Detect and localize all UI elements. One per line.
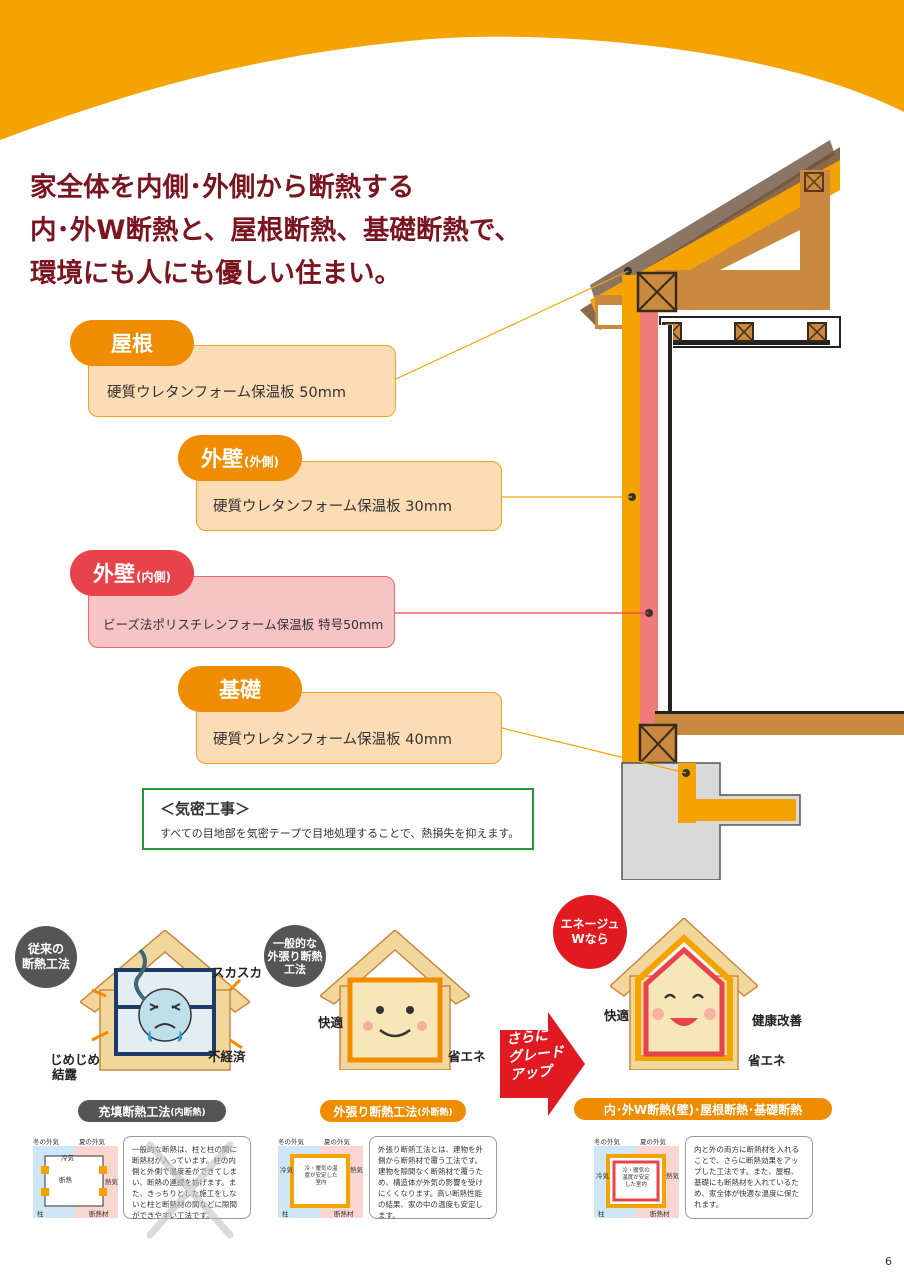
house2-tag-shoene: 省エネ bbox=[448, 1049, 486, 1064]
house1-mini-summer: 夏の外気 bbox=[79, 1138, 105, 1146]
house2-tag-kaiteki: 快適 bbox=[318, 1015, 344, 1030]
house1-mini-gap: 断熱 bbox=[59, 1176, 72, 1184]
house3-mini-diagram: 冬の外気 夏の外気 冷気 熱気 冷・暖気の温度が安定した室内 柱 断熱材 bbox=[594, 1136, 679, 1218]
airtight-title: ＜気密工事＞ bbox=[160, 800, 251, 818]
house2-bubble: 一般的な外張り断熱工法 bbox=[264, 925, 326, 987]
outer-wall-label: 外壁 bbox=[201, 447, 243, 471]
house3-mini-heat: 熱気 bbox=[666, 1172, 679, 1180]
house2-mini-winter: 冬の外気 bbox=[278, 1138, 304, 1146]
wall-cross-section-diagram bbox=[580, 140, 904, 880]
house3-tag-shoene: 省エネ bbox=[748, 1053, 786, 1068]
upgrade-arrow-text: さらに グレード アップ bbox=[505, 1025, 566, 1085]
house1-mini-insulation: 断熱材 bbox=[89, 1210, 109, 1218]
house1-illustration bbox=[80, 930, 250, 1071]
house1-tag-fukeizai: 不経済 bbox=[208, 1049, 246, 1064]
page-number: 6 bbox=[885, 1255, 892, 1268]
house3-illustration bbox=[610, 918, 758, 1070]
foundation-label-pill: 基礎 bbox=[178, 666, 302, 712]
upgrade-arrow bbox=[500, 1012, 585, 1116]
house2-mini-cold: 冷気 bbox=[280, 1166, 293, 1174]
roof-material: 硬質ウレタンフォーム保温板 50mm bbox=[107, 385, 346, 401]
house2-mini-diagram: 冬の外気 夏の外気 冷気 熱気 冷・暖気の温度が安定した室内 柱 断熱材 bbox=[278, 1136, 363, 1218]
top-wave-banner bbox=[0, 0, 904, 140]
foundation-label: 基礎 bbox=[219, 678, 261, 702]
page-headline: 家全体を内側･外側から断熱する 内･外W断熱と、屋根断熱、基礎断熱で、 環境にも… bbox=[30, 166, 521, 295]
inner-wall-label-pill: 外壁(内側) bbox=[70, 550, 194, 596]
house3-note: 内と外の両方に断熱材を入れることで、さらに断熱効果をアップした工法です。また、屋… bbox=[685, 1136, 813, 1219]
house2-bubble-line2: 外張り断熱 bbox=[267, 949, 323, 963]
house1-bubble-line2: 断熱工法 bbox=[21, 957, 70, 971]
house1-mini-winter: 冬の外気 bbox=[33, 1138, 59, 1146]
house3-mini-cold: 冷気 bbox=[596, 1172, 609, 1180]
house3-mini-center: 冷・暖気の温度が安定した室内 bbox=[622, 1168, 650, 1188]
house3-mini-insulation: 断熱材 bbox=[650, 1210, 670, 1218]
outer-wall-sub: (外側) bbox=[244, 454, 279, 469]
house1-mini-heat: 熱気 bbox=[105, 1178, 118, 1186]
headline-line-3: 環境にも人にも優しい住まい。 bbox=[30, 258, 401, 289]
house3-method-label: 内･外W断熱(壁)･屋根断熱･基礎断熱 bbox=[574, 1098, 832, 1120]
house3-bubble-line1: エネージュ bbox=[560, 917, 620, 931]
house1-tag-ketsuro: 結露 bbox=[52, 1067, 78, 1082]
house2-mini-pillar: 柱 bbox=[282, 1210, 289, 1218]
outer-wall-material: 硬質ウレタンフォーム保温板 30mm bbox=[213, 499, 452, 515]
headline-line-1: 家全体を内側･外側から断熱する bbox=[30, 172, 415, 203]
outer-wall-label-pill: 外壁(外側) bbox=[178, 435, 302, 481]
house3-mini-summer: 夏の外気 bbox=[640, 1138, 666, 1146]
house1-method-label: 充填断熱工法(内断熱) bbox=[78, 1100, 226, 1122]
airtight-description: すべての目地部を気密テープで目地処理することで、熱損失を抑えます。 bbox=[160, 827, 520, 840]
house1-bubble: 従来の断熱工法 bbox=[15, 926, 77, 988]
house2-bubble-line3: 工法 bbox=[284, 962, 306, 976]
house1-mini-cold: 冷気 bbox=[61, 1154, 74, 1162]
house1-mini-diagram: 冬の外気 夏の外気 冷気 熱気 断熱 柱 断熱材 bbox=[33, 1136, 118, 1218]
roof-label-pill: 屋根 bbox=[70, 320, 194, 366]
house2-method-label: 外張り断熱工法(外断熱) bbox=[320, 1100, 466, 1122]
house1-bubble-line1: 従来の bbox=[27, 942, 64, 956]
house1-cross-mark bbox=[146, 1141, 234, 1239]
house3-tag-kenkou: 健康改善 bbox=[752, 1013, 803, 1028]
inner-wall-sub: (内側) bbox=[136, 569, 171, 584]
airtight-work-box: ＜気密工事＞ すべての目地部を気密テープで目地処理することで、熱損失を抑えます。 bbox=[142, 788, 534, 850]
house3-method: 内･外W断熱(壁)･屋根断熱･基礎断熱 bbox=[603, 1102, 803, 1117]
house2-illustration bbox=[320, 930, 470, 1070]
house2-note: 外張り断熱工法とは、建物を外側から断熱材で覆う工法です。建物を隙間なく断熱材で覆… bbox=[369, 1136, 497, 1220]
headline-line-2: 内･外W断熱と、屋根断熱、基礎断熱で、 bbox=[30, 215, 521, 246]
house2-method: 外張り断熱工法 bbox=[333, 1104, 418, 1119]
house2-mini-summer: 夏の外気 bbox=[324, 1138, 350, 1146]
house2-mini-center: 冷・暖気の温度が安定した室内 bbox=[304, 1166, 338, 1186]
house3-tag-kaiteki: 快適 bbox=[604, 1008, 630, 1023]
house2-method-sub: (外断熱) bbox=[417, 1107, 453, 1118]
house2-mini-insulation: 断熱材 bbox=[334, 1210, 354, 1218]
house3-bubble-line2: Wなら bbox=[571, 932, 609, 946]
roof-label: 屋根 bbox=[111, 332, 153, 356]
house2-mini-heat: 熱気 bbox=[350, 1166, 363, 1174]
foundation-spec-box: 硬質ウレタンフォーム保温板 40mm bbox=[196, 692, 502, 764]
house2-bubble-line1: 一般的な bbox=[273, 936, 317, 950]
house3-mini-winter: 冬の外気 bbox=[594, 1138, 620, 1146]
house1-tag-jimejime: じめじめ bbox=[50, 1052, 101, 1067]
house1-method-sub: (内断熱) bbox=[170, 1107, 206, 1118]
foundation-material: 硬質ウレタンフォーム保温板 40mm bbox=[213, 732, 452, 748]
house1-method: 充填断熱工法 bbox=[98, 1104, 171, 1119]
house1-tag-sukasuka: スカスカ bbox=[212, 965, 263, 980]
house3-mini-pillar: 柱 bbox=[598, 1210, 605, 1218]
inner-wall-label: 外壁 bbox=[93, 562, 135, 586]
house1-mini-pillar: 柱 bbox=[37, 1210, 44, 1218]
inner-wall-material: ビーズ法ポリスチレンフォーム保温板 特号50mm bbox=[103, 617, 384, 632]
